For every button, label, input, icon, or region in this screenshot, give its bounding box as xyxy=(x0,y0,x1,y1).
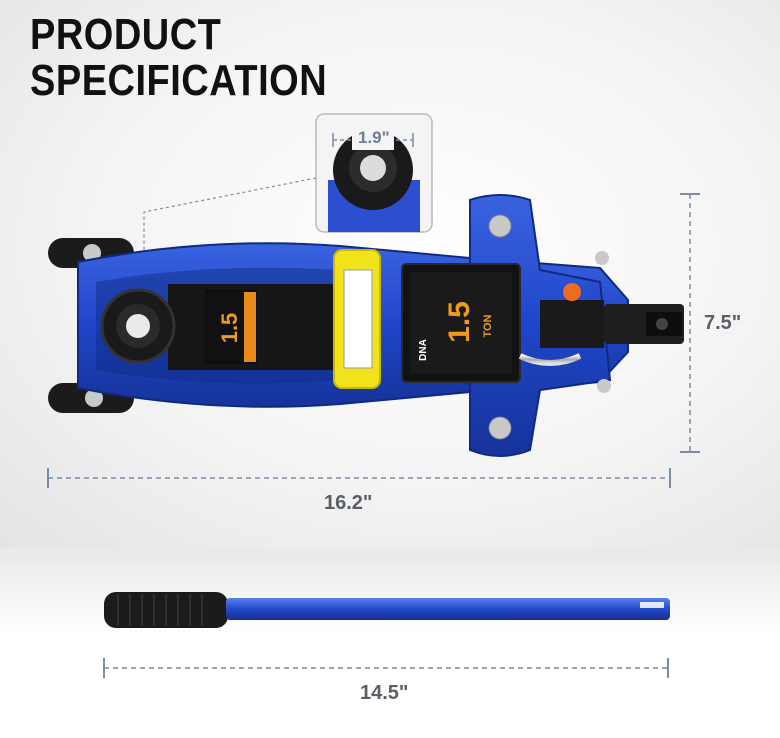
handle-length-label: 14.5" xyxy=(360,682,409,704)
height-dimension-line xyxy=(680,193,700,453)
length-label: 16.2" xyxy=(324,492,373,514)
brand-logo-text: DNA xyxy=(418,339,429,361)
height-label: 7.5" xyxy=(704,312,742,334)
handle-dimension-line xyxy=(103,658,669,678)
reservoir-capacity-unit: TON xyxy=(482,314,494,337)
handle-socket xyxy=(518,300,684,366)
length-dimension-line xyxy=(47,468,671,488)
arm-capacity-label: 1.5 xyxy=(206,292,256,362)
saddle-diameter-label: 1.9" xyxy=(358,128,390,147)
page-title-line-1: PRODUCT xyxy=(30,11,222,60)
lift-saddle xyxy=(100,288,176,364)
saddle-zoom-inset xyxy=(315,113,433,233)
svg-text:1.5: 1.5 xyxy=(217,313,242,344)
handle-photo-panel xyxy=(0,548,780,738)
release-valve-knob xyxy=(563,283,581,301)
page-title-line-2: SPECIFICATION xyxy=(30,57,328,106)
reservoir-capacity-label: 1.5 xyxy=(443,301,476,343)
jack-handle xyxy=(104,592,670,628)
